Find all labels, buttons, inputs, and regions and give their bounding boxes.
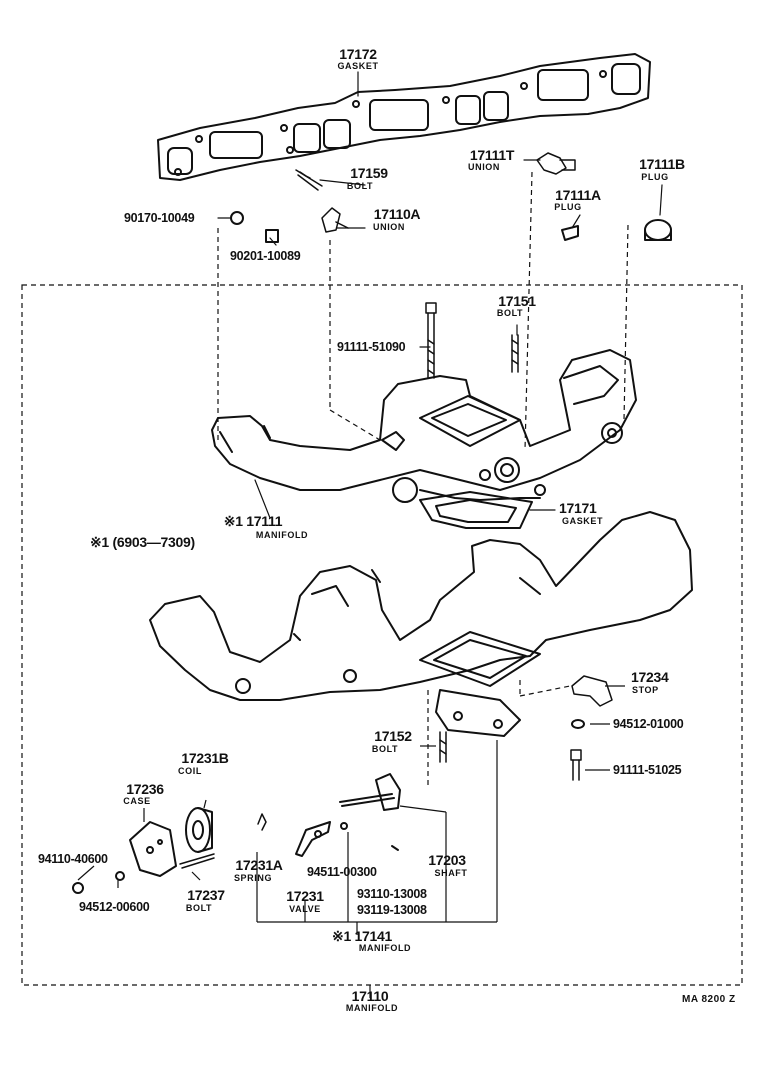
part-17234-name: STOP — [632, 685, 659, 695]
coil-17231B-drawing — [185, 807, 213, 853]
part-17203-name: SHAFT — [434, 868, 468, 878]
part-17111-number: ※1 17111 — [223, 513, 283, 529]
part-17231A-number: 17231A — [235, 857, 283, 873]
washer-94512-00600-drawing — [115, 871, 125, 881]
bolt-17152-drawing — [439, 731, 447, 763]
part-17171-name: GASKET — [562, 516, 604, 526]
part-17152-number: 17152 — [374, 728, 412, 744]
part-17231B-name: COIL — [178, 766, 202, 776]
gasket-17171-drawing — [419, 491, 533, 529]
part-17172-name: GASKET — [337, 61, 379, 71]
part-17236-name: CASE — [123, 796, 151, 806]
bolt-17151-drawing — [511, 334, 519, 373]
part-17111T-number: 17111T — [469, 147, 515, 163]
part-17236-number: 17236 — [126, 781, 164, 797]
part-17151-number: 17151 — [498, 293, 536, 309]
part-17159-number: 17159 — [350, 165, 388, 181]
gasket-17172-drawing — [157, 53, 651, 181]
part-17141-number: ※1 17141 — [332, 928, 392, 944]
bolt-17237-drawing — [179, 853, 215, 869]
part-94511-00300-number: 94511-00300 — [307, 865, 377, 879]
bolt-91111-51025-drawing — [570, 749, 582, 781]
part-90201-number: 90201-10089 — [230, 249, 301, 263]
union-17110A-drawing — [321, 207, 349, 233]
part-17171-number: 17171 — [559, 500, 597, 516]
spring-17231A-drawing — [257, 813, 267, 831]
manifold-17141-drawing — [149, 511, 693, 737]
part-17231-name: VALVE — [289, 904, 321, 914]
part-17203-number: 17203 — [428, 852, 466, 868]
screw-93110-drawing — [391, 845, 399, 851]
drawing-code: MA 8200 Z — [682, 994, 736, 1005]
part-17151-name: BOLT — [496, 308, 524, 318]
part-17110A-number: 17110A — [373, 206, 421, 222]
part-17111B-number: 17111B — [639, 156, 685, 172]
part-17110-name: MANIFOLD — [345, 1003, 399, 1013]
part-17231B-number: 17231B — [181, 750, 229, 766]
manifold-assembly-boundary — [21, 284, 743, 986]
washer-94512-01000-drawing — [571, 719, 585, 729]
part-90170-number: 90170-10049 — [124, 211, 195, 225]
part-17111-name: MANIFOLD — [255, 530, 309, 540]
part-94512-01000-number: 94512-01000 — [613, 717, 684, 731]
part-94110-40600-number: 94110-40600 — [38, 852, 108, 866]
part-91111-51090-number: 91111-51090 — [337, 340, 406, 354]
part-17111T-name: UNION — [468, 162, 500, 172]
part-17237-number: 17237 — [187, 887, 225, 903]
valve-17231-drawing — [295, 821, 331, 857]
nut-90170-drawing — [230, 211, 244, 225]
part-17111B-name: PLUG — [641, 172, 669, 182]
plug-17111B-drawing — [644, 219, 672, 241]
bolt-91111-51090-drawing — [425, 302, 437, 379]
union-17111T-drawing — [536, 152, 576, 175]
part-17141-name: MANIFOLD — [358, 943, 412, 953]
part-17231A-name: SPRING — [233, 873, 273, 883]
part-17110A-name: UNION — [373, 222, 405, 232]
part-17111A-name: PLUG — [554, 202, 582, 212]
shaft-17203-drawing — [339, 773, 401, 811]
part-91111-51025-number: 91111-51025 — [613, 763, 682, 777]
part-17231-number: 17231 — [286, 888, 324, 904]
part-94512-00600-number: 94512-00600 — [79, 900, 150, 914]
case-17236-drawing — [129, 821, 177, 877]
part-93110-13008-number: 93110-13008 — [357, 887, 427, 901]
stop-17234-drawing — [571, 675, 613, 707]
nut-90201-drawing — [265, 229, 279, 243]
nut-94110-drawing — [72, 882, 84, 894]
plug-17111A-drawing — [561, 225, 579, 241]
part-17110-number: 17110 — [351, 988, 389, 1004]
part-17172-number: 17172 — [339, 46, 377, 62]
part-17152-name: BOLT — [371, 744, 399, 754]
part-17159-name: BOLT — [346, 181, 374, 191]
production-period-note: ※1 (6903—7309) — [90, 534, 195, 550]
bolt-17159-drawing — [295, 169, 323, 191]
part-93119-13008-number: 93119-13008 — [357, 903, 427, 917]
part-17237-name: BOLT — [185, 903, 213, 913]
manifold-17111-drawing — [211, 349, 637, 503]
nut-94511-drawing — [340, 822, 348, 830]
part-17111A-number: 17111A — [555, 187, 601, 203]
part-17234-number: 17234 — [631, 669, 669, 685]
